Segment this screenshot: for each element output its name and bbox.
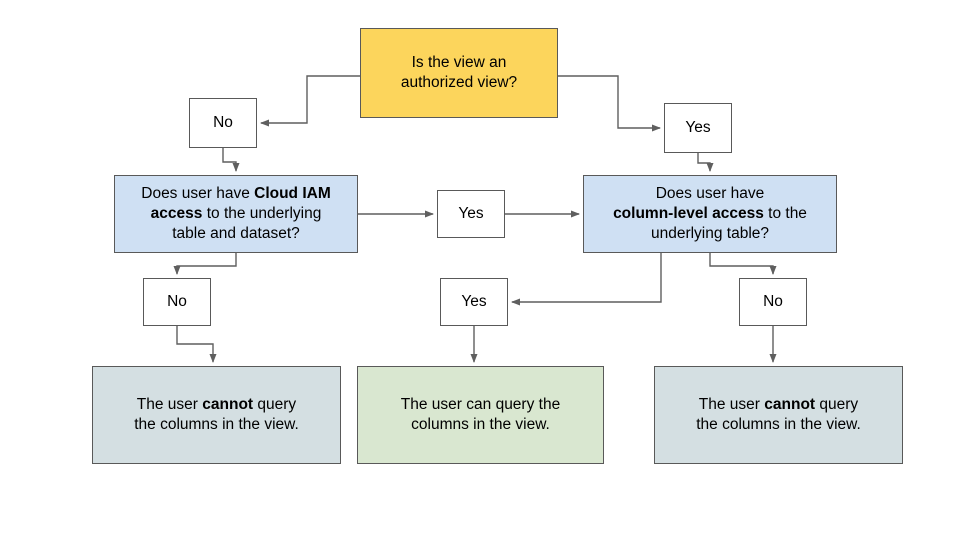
branch-label-yes-cloud-iam: Yes	[437, 190, 505, 238]
branch-label-yes-authorized: Yes	[664, 103, 732, 153]
edge-no2-to-result-left	[176, 326, 217, 363]
edge-yes-to-column-level	[697, 153, 714, 172]
branch-label-yes-authorized-label: Yes	[685, 119, 711, 137]
edge-column-level-to-no3	[709, 253, 777, 275]
branch-label-no-column-level-label: No	[763, 293, 783, 311]
branch-label-yes-column-level: Yes	[440, 278, 508, 326]
edge-column-level-to-yes3	[511, 253, 662, 306]
edge-authorized-to-yes	[558, 75, 661, 132]
branch-label-no-authorized: No	[189, 98, 257, 148]
branch-label-no-cloud-iam: No	[143, 278, 211, 326]
branch-label-no-column-level: No	[739, 278, 807, 326]
edge-authorized-to-no	[260, 75, 360, 127]
edge-no-to-cloud-iam	[222, 148, 240, 172]
branch-label-no-authorized-label: No	[213, 114, 233, 132]
branch-label-yes-column-level-label: Yes	[461, 293, 487, 311]
branch-label-no-cloud-iam-label: No	[167, 293, 187, 311]
branch-label-yes-cloud-iam-label: Yes	[458, 205, 484, 223]
edge-cloud-iam-to-no2	[173, 253, 237, 275]
